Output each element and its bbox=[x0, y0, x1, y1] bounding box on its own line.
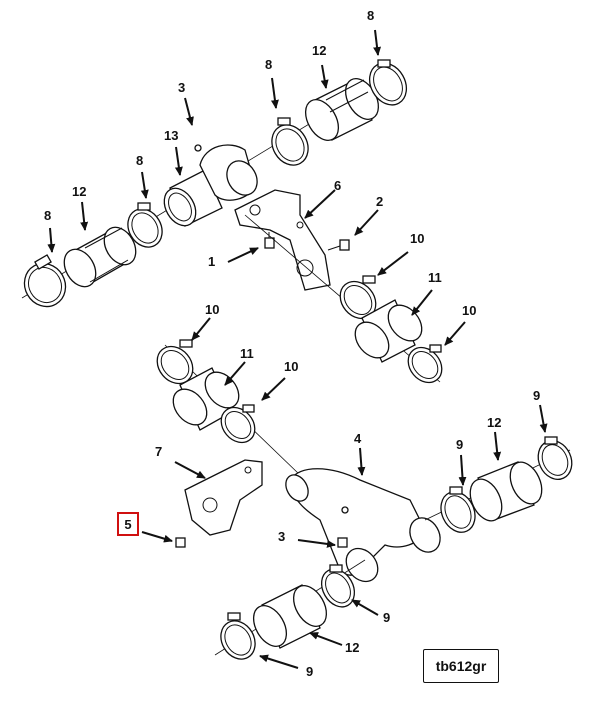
callout-10: 10 bbox=[462, 303, 476, 318]
sleeve-12-upper-right bbox=[304, 78, 380, 141]
clamp-9-far-right bbox=[537, 436, 573, 480]
nut-3-lower bbox=[337, 537, 348, 548]
callout-9: 9 bbox=[456, 437, 463, 452]
sleeve-12-lower-right bbox=[469, 461, 543, 522]
callout-12: 12 bbox=[72, 184, 86, 199]
clamp-9-bottom-mid bbox=[320, 564, 356, 608]
callout-9: 9 bbox=[383, 610, 390, 625]
bolt-5 bbox=[175, 537, 186, 548]
clamp-10-left bbox=[156, 339, 194, 385]
bracket-7 bbox=[184, 459, 263, 536]
bolt-1 bbox=[264, 232, 275, 249]
callout-1: 1 bbox=[208, 254, 215, 269]
callout-12: 12 bbox=[312, 43, 326, 58]
clamp-8-third bbox=[271, 117, 309, 166]
leader-arrows bbox=[47, 29, 548, 669]
sleeve-12-bottom bbox=[252, 584, 328, 649]
sleeve-11-lower bbox=[172, 367, 240, 431]
elbow-fitting-upper bbox=[194, 144, 258, 201]
clamp-9-bottom-left bbox=[220, 612, 256, 660]
sleeve-12-left bbox=[63, 226, 137, 288]
callout-10: 10 bbox=[284, 359, 298, 374]
callout-7: 7 bbox=[155, 444, 162, 459]
callout-3: 3 bbox=[178, 80, 185, 95]
bracket-6 bbox=[234, 189, 331, 291]
highlighted-callout-5[interactable]: 5 bbox=[117, 512, 139, 536]
callout-13: 13 bbox=[164, 128, 178, 143]
bolt-2 bbox=[327, 239, 350, 251]
callout-6: 6 bbox=[334, 178, 341, 193]
clamp-8-left bbox=[23, 254, 67, 308]
reference-code-box: tb612gr bbox=[423, 649, 499, 683]
sleeve-11-upper bbox=[354, 299, 423, 363]
callout-8: 8 bbox=[44, 208, 51, 223]
callout-8: 8 bbox=[265, 57, 272, 72]
callout-9: 9 bbox=[533, 388, 540, 403]
callout-4: 4 bbox=[354, 431, 362, 446]
clamp-10-lower-right bbox=[220, 404, 256, 444]
clamp-8-right bbox=[368, 59, 408, 106]
callout-2: 2 bbox=[376, 194, 383, 209]
callout-10: 10 bbox=[410, 231, 424, 246]
callout-12: 12 bbox=[487, 415, 501, 430]
callout-8: 8 bbox=[367, 8, 374, 23]
callout-10: 10 bbox=[205, 302, 219, 317]
callout-9: 9 bbox=[306, 664, 313, 679]
callout-3: 3 bbox=[278, 529, 285, 544]
callout-8: 8 bbox=[136, 153, 143, 168]
y-pipe-4 bbox=[285, 468, 441, 583]
callout-11: 11 bbox=[240, 346, 254, 361]
callout-11: 11 bbox=[428, 270, 442, 285]
clamp-10-lower bbox=[407, 344, 443, 384]
callout-12: 12 bbox=[345, 640, 359, 655]
clamp-8-second bbox=[127, 202, 163, 248]
clamp-9-right-mid bbox=[440, 486, 476, 533]
